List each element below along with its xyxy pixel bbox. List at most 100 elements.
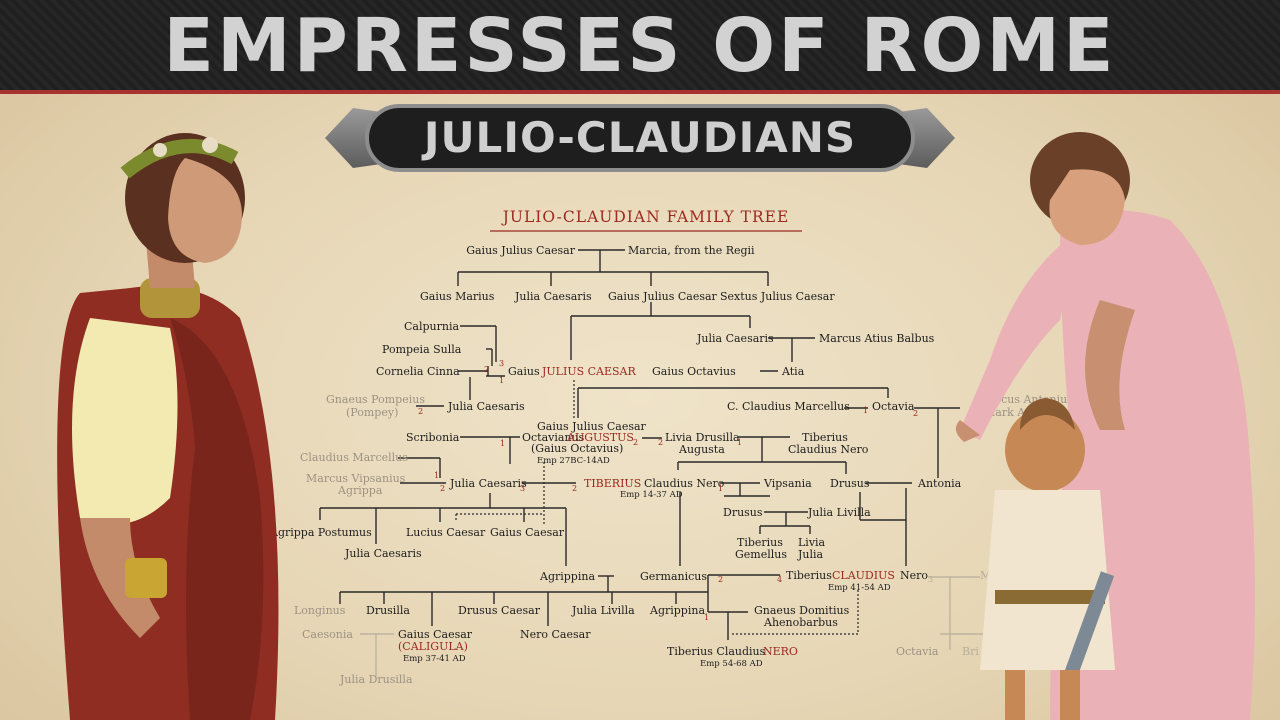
tree-dotted-connectors (455, 380, 859, 635)
node-nero-prefix: Tiberius Claudius (667, 645, 766, 658)
node-julius-caesar: JULIUS CAESAR (541, 365, 637, 378)
node-julia-caesaris-2: Julia Caesaris (696, 332, 774, 345)
node-julia-livilla-2: Julia Livilla (571, 604, 635, 617)
node-drusus-caesar: Drusus Caesar (458, 604, 541, 617)
node-gaius-julius-caesar-sr: Gaius Julius Caesar (466, 244, 576, 257)
node-calpurnia: Calpurnia (404, 320, 459, 333)
marriage-order: 1 (704, 613, 709, 622)
node-gnaeus-pompeius: Gnaeus Pompeius (326, 393, 425, 406)
node-tiberius-gemellus-2: Gemellus (735, 548, 787, 561)
node-livia-augusta: Augusta (678, 443, 725, 456)
title-bar (0, 0, 1280, 92)
tree-faded-connectors (360, 576, 990, 676)
node-germanicus: Germanicus (640, 570, 707, 583)
node-claudius-marcellus: Claudius Marcellus (300, 451, 408, 464)
marriage-order: 2 (572, 484, 577, 493)
node-livia-drusilla: Livia Drusilla (665, 431, 740, 444)
marriage-order: 4 (777, 575, 782, 584)
node-cornelia-cinna: Cornelia Cinna (376, 365, 460, 378)
node-nero: NERO (763, 645, 798, 658)
node-gaius-caesar: Gaius Caesar (490, 526, 565, 539)
title-bar-accent-line (0, 90, 1280, 94)
node-gaius-octavius: Gaius Octavius (652, 365, 736, 378)
subtitle-text: JULIO-CLAUDIANS (423, 113, 857, 162)
node-tiberius-claudius-nero: Claudius Nero (644, 477, 725, 490)
node-agrippina-elder: Agrippina (539, 570, 595, 583)
node-claudius: CLAUDIUS (832, 569, 895, 582)
node-atia: Atia (781, 365, 805, 378)
node-britannicus: Bri (962, 645, 979, 658)
marriage-order: 2 (440, 484, 445, 493)
node-tiberius-claudius-nero-1: Tiberius (802, 431, 848, 444)
node-drusilla: Drusilla (366, 604, 410, 617)
empress-figure-left (57, 133, 279, 720)
node-marcus-atius-balbus: Marcus Atius Balbus (819, 332, 935, 345)
node-caligula-reign: Emp 37-41 AD (403, 654, 466, 664)
marriage-order: 2 (418, 407, 423, 416)
node-marcus-vipsanius: Marcus Vipsanius (306, 472, 406, 485)
node-julius-caesar-prefix: Gaius (508, 365, 540, 378)
marriage-order: 2 (633, 438, 638, 447)
video-title: EMPRESSES OF ROME (163, 3, 1117, 89)
marriage-order: 2 (913, 409, 918, 418)
node-gnaeus-domitius: Gnaeus Domitius (754, 604, 850, 617)
node-julia-caesaris-4: Julia Caesaris (449, 477, 527, 490)
marriage-order-numbers: 3 2 1 2 1 2 1 2 2 1 1 2 3 2 1 2 4 1 3 (418, 359, 933, 622)
node-julia-caesaris-5: Julia Caesaris (344, 547, 422, 560)
node-agrippa-postumus: Agrippa Postumus (269, 526, 372, 539)
node-claudius-marcellus-c: C. Claudius Marcellus (727, 400, 850, 413)
node-tiberius-reign: Emp 14-37 AD (620, 490, 683, 500)
node-pompey: (Pompey) (346, 406, 398, 419)
node-octavia-2: Octavia (896, 645, 939, 658)
node-augustus-reign: Emp 27BC-14AD (537, 456, 610, 466)
node-scribonia: Scribonia (406, 431, 460, 444)
marriage-order: 3 (499, 359, 504, 368)
node-drusus: Drusus (830, 477, 870, 490)
node-tiberius-claudius-nero-2: Claudius Nero (788, 443, 869, 456)
node-caligula: (CALIGULA) (398, 640, 468, 653)
tree-connectors (319, 249, 960, 640)
node-sextus-julius-caesar: Sextus Julius Caesar (720, 290, 835, 303)
node-tiberius: TIBERIUS (584, 477, 641, 490)
node-gaius-marius: Gaius Marius (420, 290, 495, 303)
node-antonia: Antonia (917, 477, 962, 490)
node-julia-drusilla: Julia Drusilla (339, 673, 413, 686)
node-caesonia: Caesonia (302, 628, 353, 641)
marriage-order: 1 (500, 439, 505, 448)
subtitle-banner (365, 104, 915, 172)
marriage-order: 1 (499, 376, 504, 385)
node-vipsania: Vipsania (763, 477, 812, 490)
node-octavia: Octavia (872, 400, 915, 413)
node-caligula-name: Gaius Caesar (398, 628, 473, 641)
marriage-order: 3 (520, 484, 525, 493)
marriage-order: 2 (718, 575, 723, 584)
node-julia-livilla: Julia Livilla (807, 506, 871, 519)
node-agrippina-younger: Agrippina (649, 604, 705, 617)
mother-and-child-figure-right (955, 132, 1255, 720)
marriage-order: 1 (434, 471, 439, 480)
node-julia-caesaris-3: Julia Caesaris (447, 400, 525, 413)
node-claudius-suffix: Nero (900, 569, 928, 582)
node-livia-julia-2: Julia (797, 548, 824, 561)
node-marcia: Marcia, from the Regii (628, 244, 755, 257)
node-lucius-caesar: Lucius Caesar (406, 526, 486, 539)
node-claudius-reign: Emp 41-54 AD (828, 583, 891, 593)
node-tiberius-gemellus-1: Tiberius (737, 536, 783, 549)
node-augustus-octavianus: Octavianus (522, 431, 585, 444)
marriage-order: 1 (718, 484, 723, 493)
node-drusus-younger: Drusus (723, 506, 763, 519)
node-agrippa: Agrippa (337, 484, 383, 497)
node-nero-reign: Emp 54-68 AD (700, 659, 763, 669)
marriage-order: 3 (928, 575, 933, 584)
node-pompeia-sulla: Pompeia Sulla (382, 343, 462, 356)
marriage-order: 2 (658, 438, 663, 447)
node-longinus: Longinus (294, 604, 346, 617)
marriage-order: 1 (863, 406, 868, 415)
marriage-order: 1 (737, 438, 742, 447)
marriage-order: 2 (484, 365, 489, 374)
node-ahenobarbus: Ahenobarbus (763, 616, 838, 629)
node-nero-caesar: Nero Caesar (520, 628, 591, 641)
node-claudius-prefix: Tiberius (786, 569, 832, 582)
node-augustus-line3: (Gaius Octavius) (531, 442, 623, 455)
node-livia-julia-1: Livia (798, 536, 826, 549)
